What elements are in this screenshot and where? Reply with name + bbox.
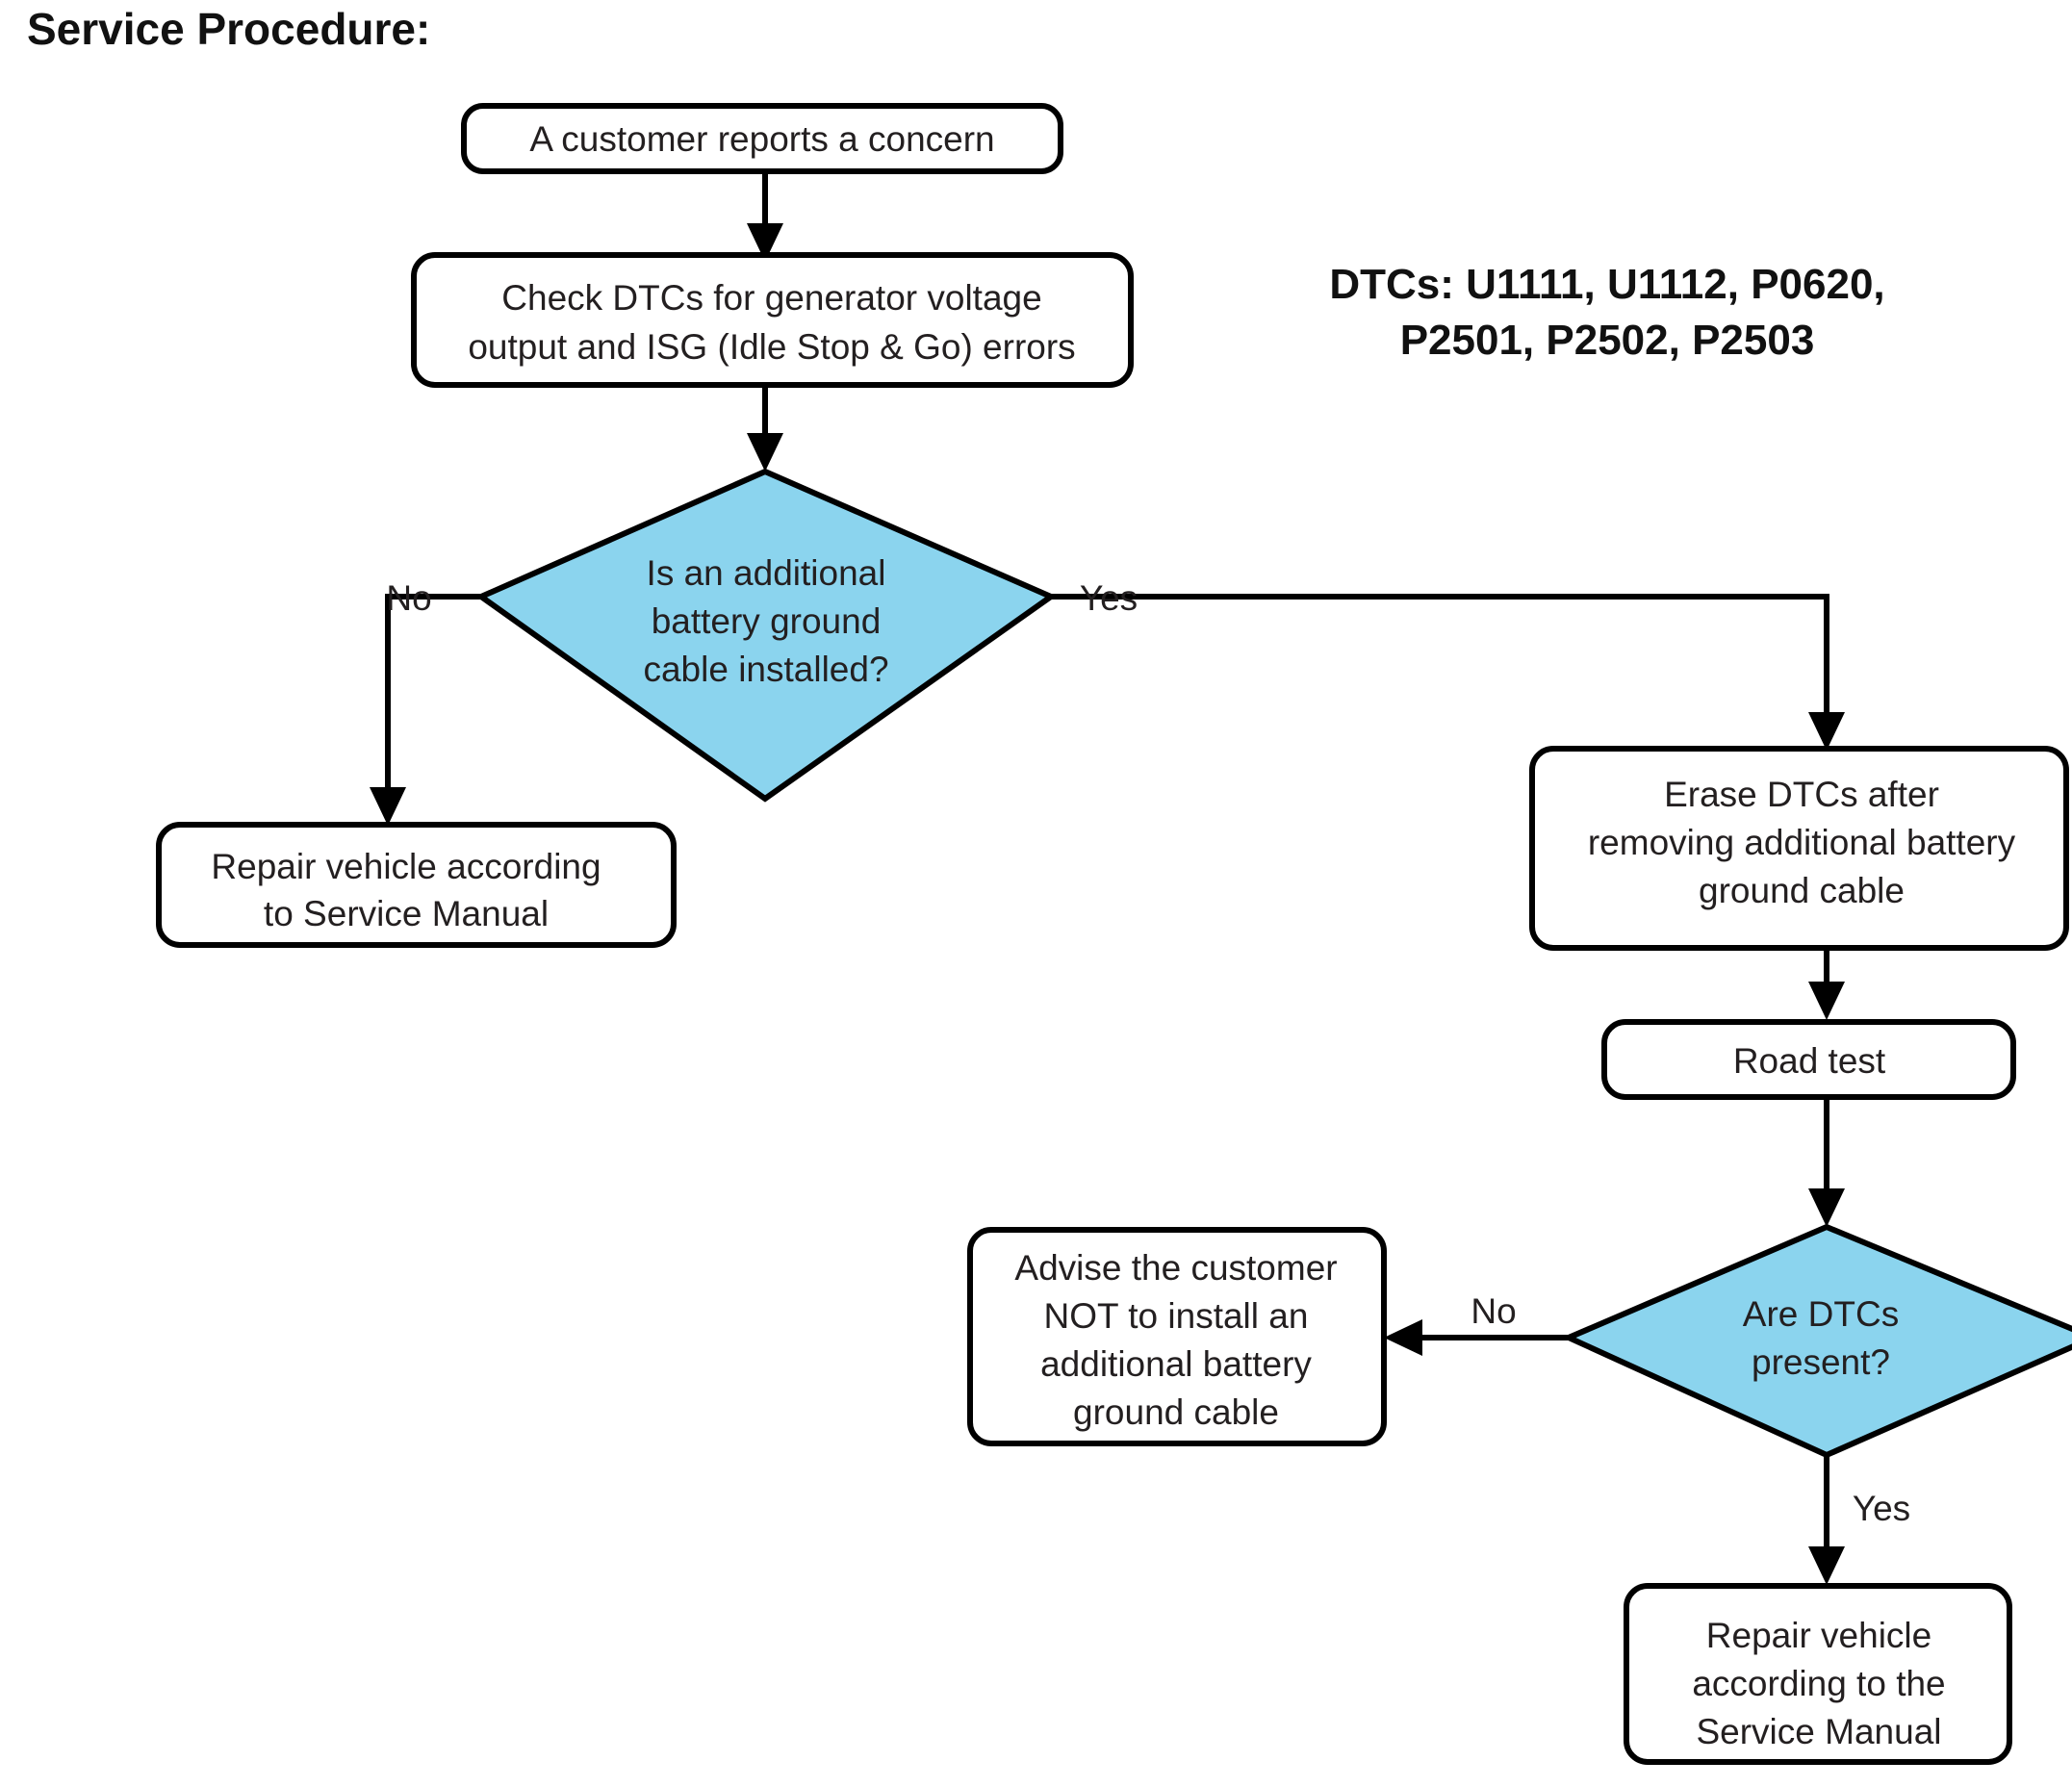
node-advise-customer-label-line-4: ground cable [1073,1392,1279,1432]
node-repair-left-label-line-2: to Service Manual [264,894,549,933]
connector-dtcs-no-to-advise [1384,1319,1569,1356]
arrow-head-icon [1808,712,1845,751]
node-repair-bottom-label-line-1: Repair vehicle [1706,1616,1931,1655]
node-road-test[interactable]: Road test [1601,1019,2016,1100]
node-repair-bottom-shape[interactable] [1624,1583,2012,1765]
arrow-head-icon [1384,1319,1422,1356]
edge-label-dtcs-present-yes: Yes [1853,1489,1910,1528]
connector-road-test-to-decision [1808,1097,1845,1227]
node-advise-customer-label-line-1: Advise the customer [1014,1248,1337,1288]
node-repair-left-shape[interactable] [156,822,677,948]
node-road-test-shape[interactable] [1601,1019,2016,1100]
arrow-head-icon [1808,1546,1845,1585]
node-decision-ground-cable-shape[interactable] [474,468,1058,803]
node-decision-dtcs-present-label-line-1: Are DTCs [1743,1294,1899,1334]
connector-dtcs-yes-to-repair-bottom [1808,1455,1845,1585]
node-repair-left[interactable]: Repair vehicle according to Service Manu… [156,822,677,948]
node-check-dtcs-label-line-2: output and ISG (Idle Stop & Go) errors [468,327,1075,367]
edge-label-ground-cable-yes: Yes [1080,578,1138,618]
node-repair-bottom[interactable]: Repair vehicle according to the Service … [1624,1583,2012,1765]
node-decision-ground-cable-label-line-2: battery ground [652,601,882,641]
arrow-head-icon [1808,1188,1845,1227]
node-erase-dtcs[interactable]: Erase DTCs after removing additional bat… [1529,746,2069,951]
node-erase-dtcs-label-line-1: Erase DTCs after [1664,775,1939,814]
page-title: Service Procedure: [27,4,430,54]
node-decision-ground-cable-label-line-1: Is an additional [647,553,886,593]
node-advise-customer-label-line-3: additional battery [1040,1344,1312,1384]
connector-start-to-check [747,171,783,262]
connector-decision-yes-to-erase [1051,594,1845,751]
node-check-dtcs-shape[interactable] [411,252,1134,388]
node-advise-customer-shape[interactable] [967,1227,1387,1446]
edge-label-ground-cable-no: No [386,578,431,618]
dtc-note-line-2: P2501, P2502, P2503 [1400,317,1815,364]
node-erase-dtcs-label-line-3: ground cable [1699,871,1905,910]
node-erase-dtcs-label-line-2: removing additional battery [1588,823,2016,862]
node-advise-customer[interactable]: Advise the customer NOT to install an ad… [967,1227,1387,1446]
connector-check-to-decision [747,385,783,472]
edge-label-dtcs-present-no: No [1471,1291,1516,1331]
dtc-note-line-1: DTCs: U1111, U1112, P0620, [1329,261,1884,308]
node-start[interactable]: A customer reports a concern [461,103,1063,174]
arrow-head-icon [747,223,783,262]
node-start-label: A customer reports a concern [529,119,994,159]
node-decision-dtcs-present[interactable]: Are DTCs present? [1561,1223,2072,1459]
node-decision-dtcs-present-label-line-2: present? [1752,1342,1890,1382]
arrow-head-icon [747,433,783,472]
node-start-shape[interactable] [461,103,1063,174]
connector-erase-to-road-test [1808,948,1845,1020]
arrow-head-icon [370,787,406,826]
node-decision-ground-cable[interactable]: Is an additional battery ground cable in… [474,468,1058,803]
node-decision-ground-cable-label-line-3: cable installed? [643,650,888,689]
node-repair-left-label-line-1: Repair vehicle according [211,847,601,886]
node-repair-bottom-label-line-3: Service Manual [1696,1712,1941,1751]
node-erase-dtcs-shape[interactable] [1529,746,2069,951]
node-check-dtcs-label-line-1: Check DTCs for generator voltage [501,278,1041,318]
node-check-dtcs[interactable]: Check DTCs for generator voltage output … [411,252,1134,388]
connector-decision-no-to-repair-left [370,594,481,826]
arrow-head-icon [1808,982,1845,1020]
node-road-test-label: Road test [1733,1041,1886,1081]
node-advise-customer-label-line-2: NOT to install an [1044,1296,1309,1336]
node-repair-bottom-label-line-2: according to the [1692,1664,1945,1703]
node-decision-dtcs-present-shape[interactable] [1561,1223,2072,1459]
